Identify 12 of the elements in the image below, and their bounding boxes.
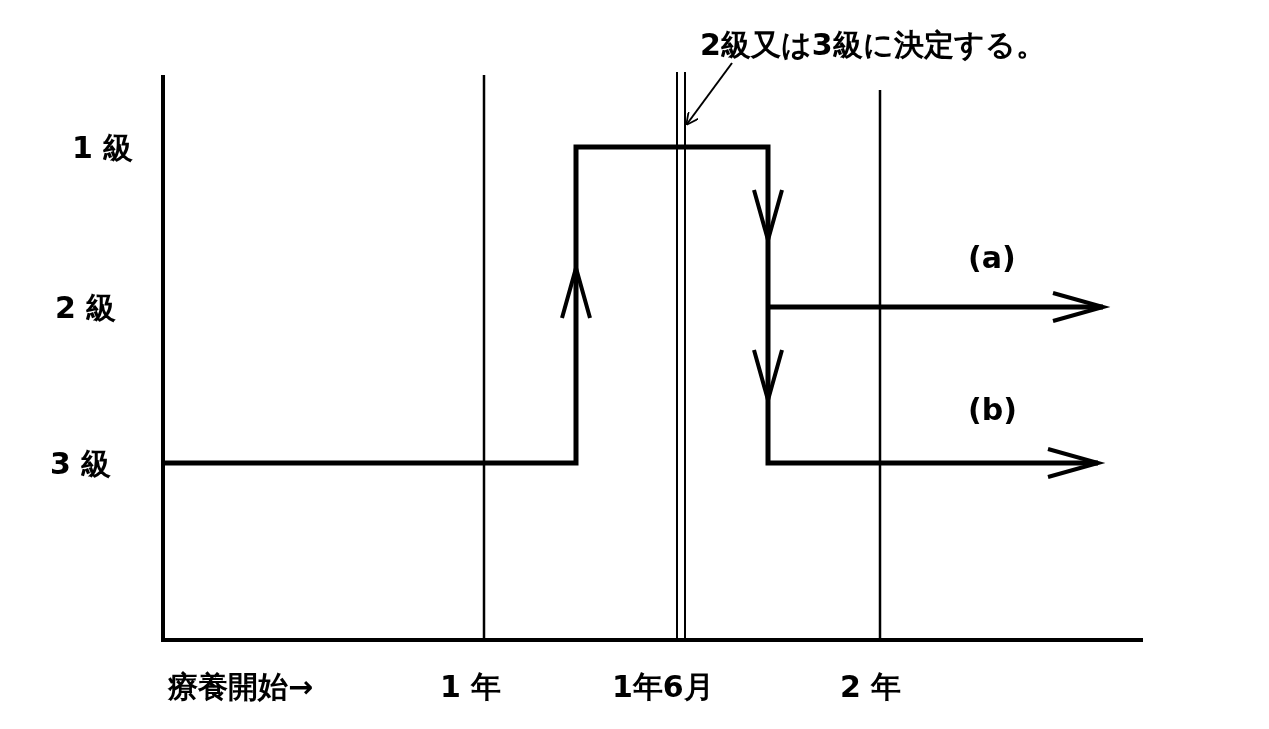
time-label: 1 年 xyxy=(440,672,502,702)
level-label: 2 級 xyxy=(55,293,117,323)
leader-arrow xyxy=(685,62,733,126)
callout-text: 2級又は3級に決定する。 xyxy=(700,30,1046,60)
branch-label: (b) xyxy=(968,395,1017,425)
double-vertical-line xyxy=(676,72,686,640)
level-label: 3 級 xyxy=(50,449,112,479)
level-label: 1 級 xyxy=(72,133,134,163)
branch-label: (a) xyxy=(968,243,1016,273)
time-label: 1年6月 xyxy=(612,672,714,702)
time-label: 療養開始→ xyxy=(168,672,314,702)
time-label: 2 年 xyxy=(840,672,902,702)
